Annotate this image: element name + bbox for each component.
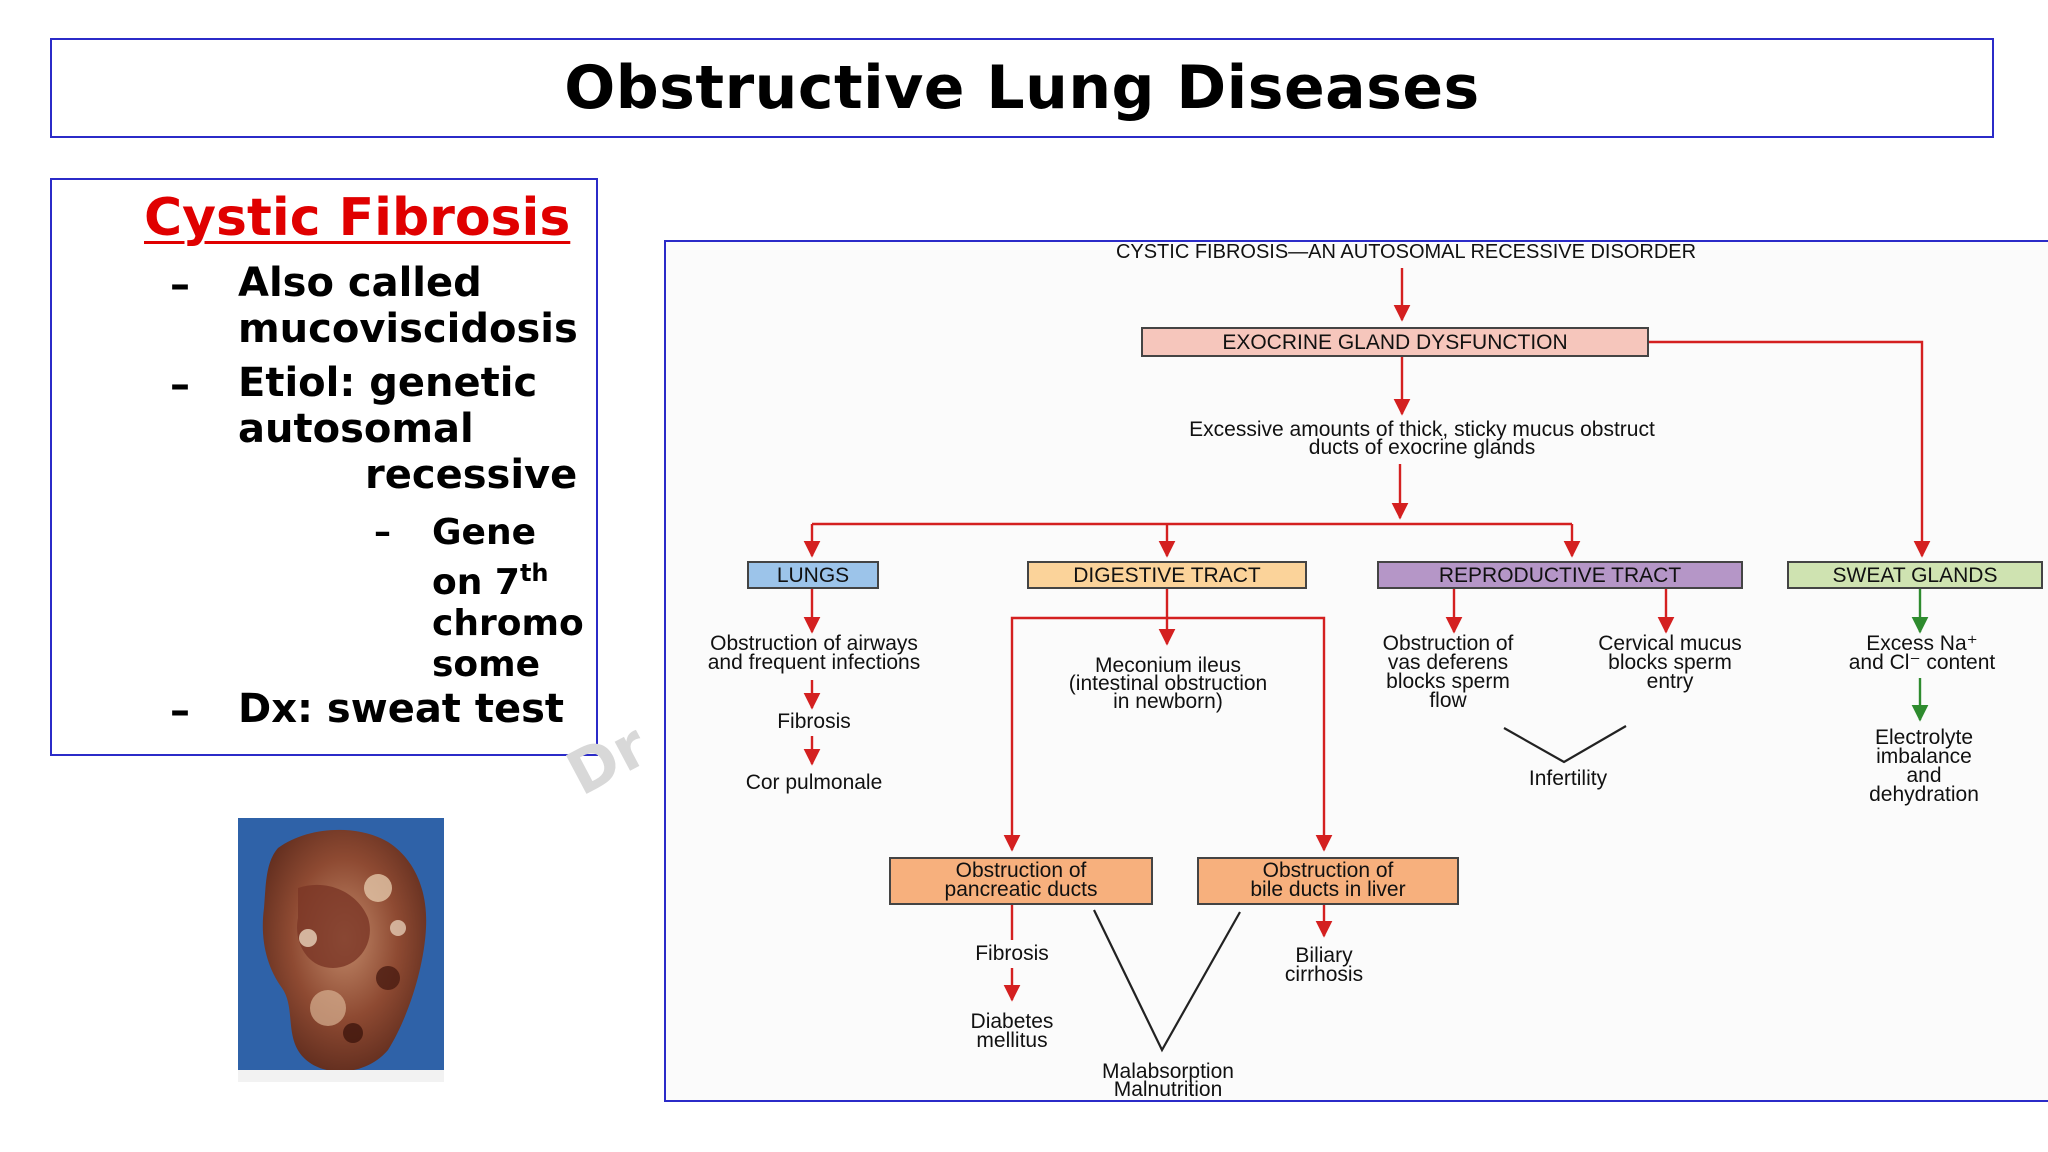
bile-line2: bile ducts in liver	[1250, 878, 1405, 901]
lungs-label: LUNGS	[777, 564, 849, 587]
bullet-also-called: Also called mucoviscidosis	[238, 260, 578, 352]
pancreatic-line2: pancreatic ducts	[945, 878, 1098, 901]
cf-flow-diagram: CYSTIC FIBROSIS—AN AUTOSOMAL RECESSIVE D…	[664, 240, 2048, 1102]
bullet-dash: –	[170, 688, 190, 734]
mucus-line1: Excessive amounts of thick, sticky mucus…	[1189, 418, 1655, 441]
vas-line1: Obstruction of	[1383, 632, 1514, 655]
electrolyte-line4: dehydration	[1869, 783, 1979, 806]
bullet-etiology: Etiol: genetic autosomal recessive	[238, 360, 577, 498]
diagram-header: CYSTIC FIBROSIS—AN AUTOSOMAL RECESSIVE D…	[1116, 242, 1696, 263]
lungs-fibrosis: Fibrosis	[777, 710, 851, 733]
infertility: Infertility	[1529, 767, 1608, 790]
electrolyte-line3: and	[1906, 764, 1941, 787]
sub-bullet-gene: Gene on 7th chromo some	[432, 512, 584, 685]
red-arrows	[803, 268, 1931, 1002]
meconium-line2: (intestinal obstruction	[1069, 672, 1267, 695]
cervical-line2: blocks sperm	[1608, 651, 1732, 674]
mucus-line2: ducts of exocrine glands	[1309, 436, 1535, 459]
sweat-label: SWEAT GLANDS	[1833, 564, 1998, 587]
vas-line4: flow	[1429, 689, 1467, 712]
meconium-line3: in newborn)	[1113, 690, 1223, 713]
bullet2-line2: autosomal	[238, 406, 474, 452]
cystic-fibrosis-panel: Cystic Fibrosis – Also called mucoviscid…	[50, 178, 598, 756]
lungs-effect-line1: Obstruction of airways	[710, 632, 918, 655]
excess-line1: Excess Na⁺	[1866, 632, 1977, 655]
pancreatic-line1: Obstruction of	[956, 859, 1087, 882]
bullet-dash: –	[170, 262, 190, 308]
bullet2-line1: Etiol: genetic	[238, 360, 538, 406]
excess-line2: and Cl⁻ content	[1849, 651, 1996, 674]
malabsorption-line2: Malnutrition	[1114, 1078, 1223, 1101]
meconium-line1: Meconium ileus	[1095, 654, 1241, 677]
cf-heading: Cystic Fibrosis	[144, 188, 571, 248]
exocrine-label: EXOCRINE GLAND DYSFUNCTION	[1222, 331, 1567, 354]
vas-line2: vas deferens	[1388, 651, 1508, 674]
sub-bullet-dash: –	[374, 512, 391, 552]
diagram-boxes	[747, 327, 2043, 905]
bullet-diagnosis: Dx: sweat test	[238, 686, 565, 732]
electrolyte-line1: Electrolyte	[1875, 726, 1973, 749]
diabetes-line2: mellitus	[976, 1029, 1047, 1052]
digestive-label: DIGESTIVE TRACT	[1073, 564, 1261, 587]
title-box: Obstructive Lung Diseases	[50, 38, 1994, 138]
sub-line3: chromo	[432, 603, 584, 644]
vas-line3: blocks sperm	[1386, 670, 1510, 693]
electrolyte-line2: imbalance	[1876, 745, 1972, 768]
cervical-line1: Cervical mucus	[1598, 632, 1742, 655]
lungs-cor-pulmonale: Cor pulmonale	[746, 771, 883, 794]
biliary-line1: Biliary	[1295, 944, 1353, 967]
sub-line4: some	[432, 644, 541, 685]
reproductive-label: REPRODUCTIVE TRACT	[1439, 564, 1681, 587]
sub-line2: on 7th	[432, 559, 549, 603]
bullet2-line3: recessive	[365, 452, 578, 498]
lungs-effect-line2: and frequent infections	[708, 651, 920, 674]
cervical-line3: entry	[1647, 670, 1694, 693]
bullet1-line2: mucoviscidosis	[238, 306, 578, 352]
bile-line1: Obstruction of	[1263, 859, 1394, 882]
bullet-dash: –	[170, 362, 190, 408]
diabetes-line1: Diabetes	[971, 1010, 1054, 1033]
lung-specimen-image	[238, 818, 444, 1082]
pancreas-fibrosis: Fibrosis	[975, 942, 1049, 965]
diagram-labels: CYSTIC FIBROSIS—AN AUTOSOMAL RECESSIVE D…	[708, 242, 1998, 1101]
malabsorption-line1: Malabsorption	[1102, 1060, 1234, 1083]
page-title: Obstructive Lung Diseases	[564, 53, 1480, 123]
sub-line1: Gene	[432, 512, 537, 553]
converging-lines	[1093, 725, 1627, 1053]
biliary-line2: cirrhosis	[1285, 963, 1363, 986]
bullet1-line1: Also called	[238, 260, 482, 306]
